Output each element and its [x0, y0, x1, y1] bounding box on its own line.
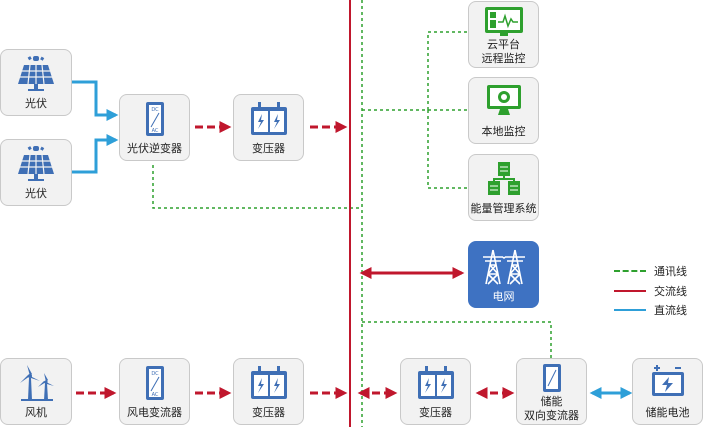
comm-to-pcs: [362, 321, 552, 358]
solar-panel-icon: [1, 146, 71, 182]
comm-to-cloud: [362, 31, 470, 111]
legend-item-ac: 交流线: [614, 283, 687, 299]
power-tower-icon: [469, 248, 538, 286]
grid-node: 电网: [468, 241, 539, 308]
wind-turbine-icon: [1, 365, 71, 401]
pv-label: 光伏: [25, 187, 47, 200]
battery-icon: [633, 365, 702, 399]
local-monitor-node: 本地监控: [468, 77, 539, 144]
legend-swatch-ac: [614, 290, 646, 292]
legend-label: 直流线: [654, 304, 687, 317]
svg-text:DC: DC: [151, 371, 159, 377]
transformer-icon: [234, 365, 303, 401]
pv-inverter-node: DC AC 光伏逆变器: [119, 94, 190, 161]
svg-text:AC: AC: [151, 128, 158, 134]
transformer-icon: [234, 101, 303, 137]
cloud-monitor-node: 云平台 远程监控: [468, 1, 539, 68]
wind-turbine-label: 风机: [25, 406, 47, 419]
server-cluster-icon: [469, 161, 538, 197]
remote-monitor-label: 远程监控: [481, 52, 526, 65]
battery-node: 储能电池: [632, 358, 703, 425]
legend-swatch-dc: [614, 309, 646, 311]
pv-label: 光伏: [25, 97, 47, 110]
ems-node: 能量管理系统: [468, 154, 539, 221]
legend-label: 通讯线: [654, 265, 687, 278]
transformer-icon: [401, 365, 470, 401]
comm-from-inverter: [152, 165, 362, 209]
transformer-node: 变压器: [233, 94, 304, 161]
transformer-node: 变压器: [233, 358, 304, 425]
ems-label: 能量管理系统: [470, 202, 537, 215]
svg-text:DC: DC: [151, 107, 159, 113]
legend-swatch-comm: [614, 270, 646, 272]
transformer-label: 变压器: [252, 142, 285, 155]
wind-turbine-node: 风机: [0, 358, 72, 425]
solar-panel-icon: [1, 56, 71, 92]
cloud-label: 云平台: [487, 38, 520, 51]
legend-item-dc: 直流线: [614, 302, 687, 318]
wind-converter-label: 风电变流器: [127, 406, 182, 419]
wind-converter-node: DC AC 风电变流器: [119, 358, 190, 425]
pcs-label-line2: 双向变流器: [524, 409, 579, 422]
dc-line-pv2: [72, 134, 119, 174]
converter-icon: [517, 363, 586, 393]
pv-inverter-label: 光伏逆变器: [127, 142, 182, 155]
pv-panel-node: 光伏: [0, 139, 72, 206]
communication-lines: [152, 0, 552, 427]
pcs-node: 储能 双向变流器: [516, 358, 587, 425]
grid-label: 电网: [492, 290, 515, 303]
local-monitor-label: 本地监控: [481, 125, 526, 138]
legend-item-comm: 通讯线: [614, 263, 687, 279]
pv-panel-node: 光伏: [0, 49, 72, 116]
transformer-label: 变压器: [252, 406, 285, 419]
converter-icon: DC AC: [120, 365, 189, 401]
monitor-chart-icon: [469, 6, 538, 38]
battery-label: 储能电池: [645, 406, 690, 419]
monitor-icon: [469, 84, 538, 118]
comm-to-ems: [427, 110, 470, 189]
svg-text:AC: AC: [151, 392, 158, 398]
dc-line-pv1: [72, 80, 119, 121]
transformer-label: 变压器: [419, 406, 452, 419]
legend-label: 交流线: [654, 285, 687, 298]
pcs-label-line1: 储能: [540, 395, 563, 408]
inverter-icon: DC AC: [120, 101, 189, 137]
transformer-node: 变压器: [400, 358, 471, 425]
